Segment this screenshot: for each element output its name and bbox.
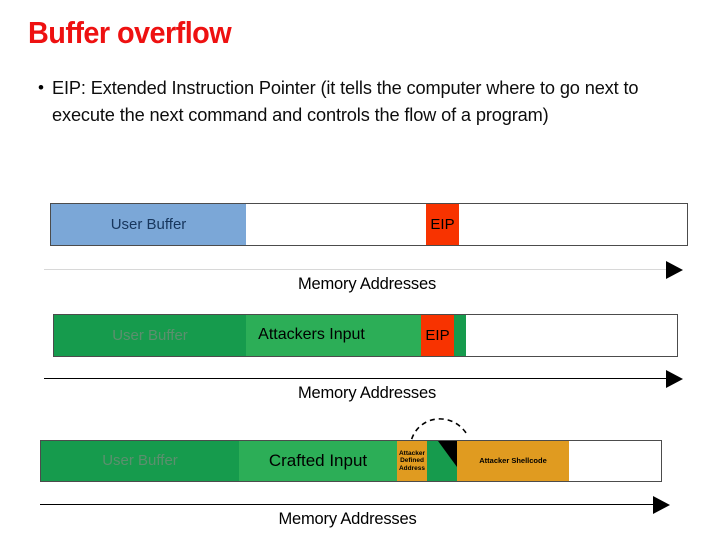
segment-user-buffer: User Buffer <box>54 315 246 356</box>
segment-label-crafted-input: Crafted Input <box>268 451 368 471</box>
segment-label-attackers-input: Attackers Input <box>258 326 365 344</box>
segment-label-attacker-defined-address: Attacker Defined Address <box>398 449 425 472</box>
segment-eip: EIP <box>426 204 459 245</box>
segment-label-user-buffer: User Buffer <box>102 452 178 470</box>
page-title: Buffer overflow <box>28 15 232 50</box>
segment-label-user-buffer: User Buffer <box>110 215 187 233</box>
segment-remaining-memory <box>459 204 687 245</box>
segment-user-buffer: User Buffer <box>51 204 246 245</box>
segment-overflow-tail <box>454 315 466 356</box>
bullet-text: EIP: Extended Instruction Pointer (it te… <box>52 77 639 125</box>
axis-arrowhead-icon <box>666 370 683 388</box>
segment-attacker-shellcode: Attacker Shellcode <box>457 441 569 481</box>
eip-redirect-arrow-icon <box>396 404 506 450</box>
memory-axis-2: Memory Addresses <box>44 370 690 402</box>
memory-bar-exploited-stack: User Buffer Crafted Input Attacker Defin… <box>40 440 662 482</box>
segment-remaining-memory <box>466 315 677 356</box>
segment-overflow-gap <box>427 441 457 481</box>
axis-line <box>44 269 668 270</box>
segment-label-eip: EIP <box>425 326 450 344</box>
segment-label-user-buffer: User Buffer <box>112 326 188 344</box>
bullet-list: • EIP: Extended Instruction Pointer (it … <box>30 74 690 128</box>
axis-caption-memory-addresses: Memory Addresses <box>297 275 437 293</box>
memory-axis-1: Memory Addresses <box>44 261 690 293</box>
jump-target-marker-icon <box>438 441 457 467</box>
axis-arrowhead-icon <box>666 261 683 279</box>
segment-user-buffer: User Buffer <box>41 441 239 481</box>
list-item: • EIP: Extended Instruction Pointer (it … <box>30 74 690 128</box>
segment-attacker-defined-address: Attacker Defined Address <box>397 441 427 481</box>
axis-line <box>44 378 668 379</box>
memory-bar-overflowed-stack: User Buffer Attackers Input EIP <box>53 314 678 357</box>
memory-bar-normal-stack: User Buffer EIP <box>50 203 688 246</box>
segment-attackers-input: Attackers Input <box>246 315 421 356</box>
segment-remaining-memory <box>569 441 661 481</box>
bullet-marker-icon: • <box>38 78 44 97</box>
axis-line <box>40 504 655 505</box>
segment-crafted-input: Crafted Input <box>239 441 397 481</box>
axis-arrowhead-icon <box>653 496 670 514</box>
segment-label-eip: EIP <box>430 215 455 233</box>
segment-free-space <box>246 204 426 245</box>
memory-axis-3: Memory Addresses <box>40 496 690 528</box>
segment-label-attacker-shellcode: Attacker Shellcode <box>479 456 547 466</box>
axis-caption-memory-addresses: Memory Addresses <box>278 510 417 528</box>
segment-eip: EIP <box>421 315 454 356</box>
axis-caption-memory-addresses: Memory Addresses <box>297 384 437 402</box>
